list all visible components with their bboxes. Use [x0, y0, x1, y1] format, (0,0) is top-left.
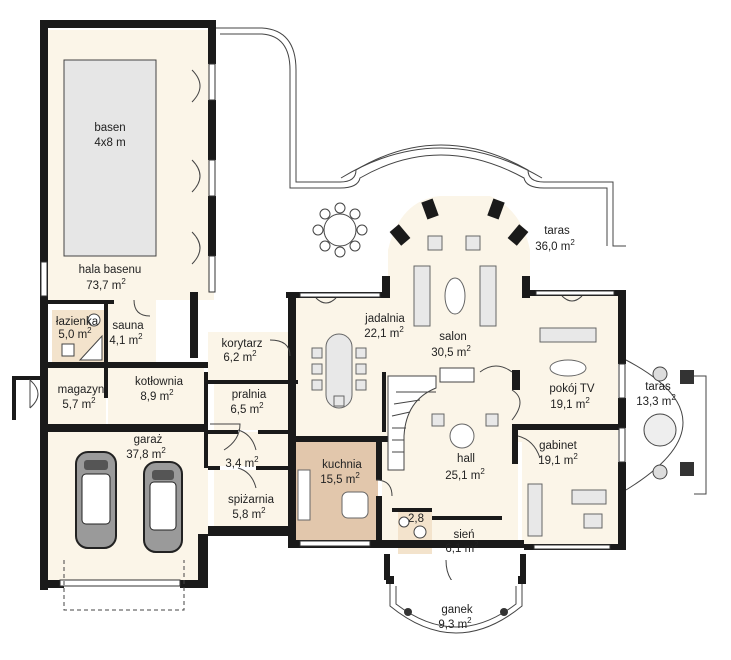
dining-table: [325, 333, 353, 409]
room-area-basen: 4x8 m: [94, 137, 125, 149]
room-area-hala-basenu: 73,7 m2: [86, 277, 126, 292]
room-name-taras-top: taras: [544, 225, 570, 237]
sofa-right: [479, 265, 497, 327]
room-name-spizarnia: spiżarnia: [228, 494, 275, 506]
spizarnia-fill: [214, 470, 288, 526]
room-name-kotlownia: kotłownia: [135, 376, 184, 388]
room-area-jadalnia: 22,1 m2: [364, 325, 404, 340]
room-area-pralnia: 6,5 m2: [230, 401, 264, 416]
coffee-table: [444, 277, 466, 315]
furniture: [61, 202, 607, 539]
room-name-garaz: garaż: [134, 434, 163, 446]
staircase: [387, 375, 437, 471]
windows: [40, 63, 626, 587]
terrace-table: [323, 213, 357, 247]
room-area-taras-top: 36,0 m2: [535, 238, 575, 253]
room-labels: basen 4x8 m hala basenu 73,7 m2 łazienka…: [56, 122, 676, 631]
magazyn-fill: [48, 368, 106, 424]
room-area-kuchnia: 15,5 m2: [320, 471, 360, 486]
salon-bay-fill: [388, 196, 530, 292]
room-area-wc: 2,8: [408, 513, 424, 525]
room-area-salon: 30,5 m2: [431, 344, 471, 359]
sofa-left: [413, 265, 431, 327]
room-area-small-hall: 3,4 m2: [225, 455, 259, 470]
room-area-spizarnia: 5,8 m2: [232, 506, 266, 521]
walls: [12, 20, 626, 590]
room-name-magazyn: magazyn: [58, 384, 105, 396]
room-name-kuchnia: kuchnia: [322, 459, 362, 471]
room-area-kotlownia: 8,9 m2: [140, 388, 174, 403]
room-name-korytarz: korytarz: [222, 338, 263, 350]
room-name-ganek: ganek: [441, 604, 473, 616]
pool-water: [63, 59, 157, 257]
tv-sofa: [539, 327, 597, 343]
room-area-sien: 6,1 m2: [445, 540, 479, 555]
room-name-salon: salon: [439, 331, 467, 343]
kitchen-island: [341, 491, 369, 519]
kotlownia-fill: [108, 368, 204, 424]
ganek-porch: [386, 576, 526, 634]
room-name-taras-right: taras: [645, 381, 671, 393]
room-area-garaz: 37,8 m2: [126, 446, 166, 461]
pralnia-fill: [214, 384, 288, 430]
car-left: [75, 451, 117, 549]
car-right: [143, 461, 183, 553]
terrace-outline: [215, 27, 626, 247]
room-name-sien: sień: [453, 529, 474, 541]
room-area-hall: 25,1 m2: [445, 467, 485, 482]
sauna-fill: [106, 300, 156, 362]
room-name-gabinet: gabinet: [539, 440, 578, 452]
room-area-sauna: 4,1 m2: [109, 332, 143, 347]
room-area-taras-right: 13,3 m2: [636, 393, 676, 408]
room-area-lazienka: 5,0 m2: [58, 326, 92, 341]
cars: [63, 451, 185, 611]
room-name-basen: basen: [94, 122, 125, 134]
room-area-pokoj-tv: 19,1 m2: [550, 396, 590, 411]
room-name-pralnia: pralnia: [232, 389, 267, 401]
room-name-lazienka: łazienka: [56, 316, 99, 328]
gabinet-desk: [571, 489, 607, 505]
door-swings: [29, 69, 583, 591]
room-area-magazyn: 5,7 m2: [62, 396, 96, 411]
right-terrace: [625, 359, 707, 495]
small-hall-fill: [208, 432, 288, 466]
room-name-sauna: sauna: [112, 320, 144, 332]
room-area-korytarz: 6,2 m2: [223, 349, 257, 364]
room-name-pokoj-tv: pokój TV: [549, 383, 595, 395]
room-area-gabinet: 19,1 m2: [538, 452, 578, 467]
room-name-hala-basenu: hala basenu: [79, 264, 142, 276]
room-name-jadalnia: jadalnia: [364, 313, 405, 325]
room-name-hall: hall: [457, 453, 475, 465]
room-area-ganek: 9,3 m2: [438, 616, 472, 631]
